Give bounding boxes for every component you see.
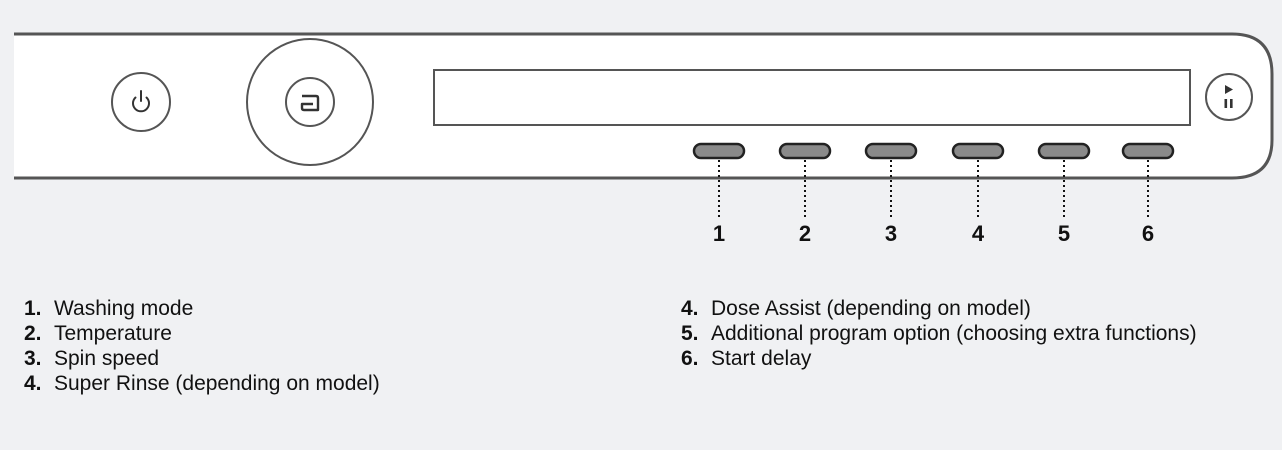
legend-item-text: Dose Assist (depending on model): [711, 297, 1031, 320]
callout-number: 3: [884, 221, 898, 246]
legend-item-number: 5.: [681, 322, 699, 345]
callout-number: 1: [712, 221, 726, 246]
legend-item-number: 4.: [681, 297, 699, 320]
legend-item-text: Temperature: [54, 322, 172, 345]
legend-item: 3. Spin speed: [24, 346, 380, 371]
display-window: [433, 69, 1191, 126]
legend-item: 4. Dose Assist (depending on model): [681, 296, 1241, 321]
option-button-5[interactable]: [1037, 142, 1091, 160]
legend-item: 2. Temperature: [24, 321, 380, 346]
legend-item-number: 1.: [24, 297, 42, 320]
legend-item-text: Start delay: [711, 347, 812, 370]
option-button-1[interactable]: [692, 142, 746, 160]
legend-item-text: Super Rinse (depending on model): [54, 372, 380, 395]
option-button-2[interactable]: [778, 142, 832, 160]
power-icon: [132, 90, 150, 113]
option-button-4[interactable]: [951, 142, 1005, 160]
legend-item-text: Washing mode: [54, 297, 194, 320]
legend-item-text: Additional program option (choosing extr…: [711, 322, 1197, 345]
callout-number: 4: [971, 221, 985, 246]
callout-number: 5: [1057, 221, 1071, 246]
legend-item: 1. Washing mode: [24, 296, 380, 321]
legend-right-column: 4. Dose Assist (depending on model) 5. Addi…: [681, 296, 1241, 371]
legend-item-text: Spin speed: [54, 347, 160, 370]
start-pause-icon: [1224, 85, 1233, 108]
legend-item: 6. Start delay: [681, 346, 1241, 371]
callout-number: 2: [798, 221, 812, 246]
legend-item-number: 6.: [681, 347, 699, 370]
legend-item: 4. Super Rinse (depending on model): [24, 371, 380, 396]
option-button-3[interactable]: [864, 142, 918, 160]
power-button[interactable]: [111, 72, 171, 132]
legend-item-number: 4.: [24, 372, 42, 395]
legend-item: 5. Additional program option (choosing ex…: [681, 321, 1241, 346]
legend-item-number: 2.: [24, 322, 42, 345]
start-pause-button[interactable]: [1205, 73, 1253, 121]
program-dial[interactable]: [246, 38, 374, 166]
callout-number: 6: [1141, 221, 1155, 246]
option-button-6[interactable]: [1121, 142, 1175, 160]
legend-item-number: 3.: [24, 347, 42, 370]
program-dial-icon: [300, 94, 320, 112]
